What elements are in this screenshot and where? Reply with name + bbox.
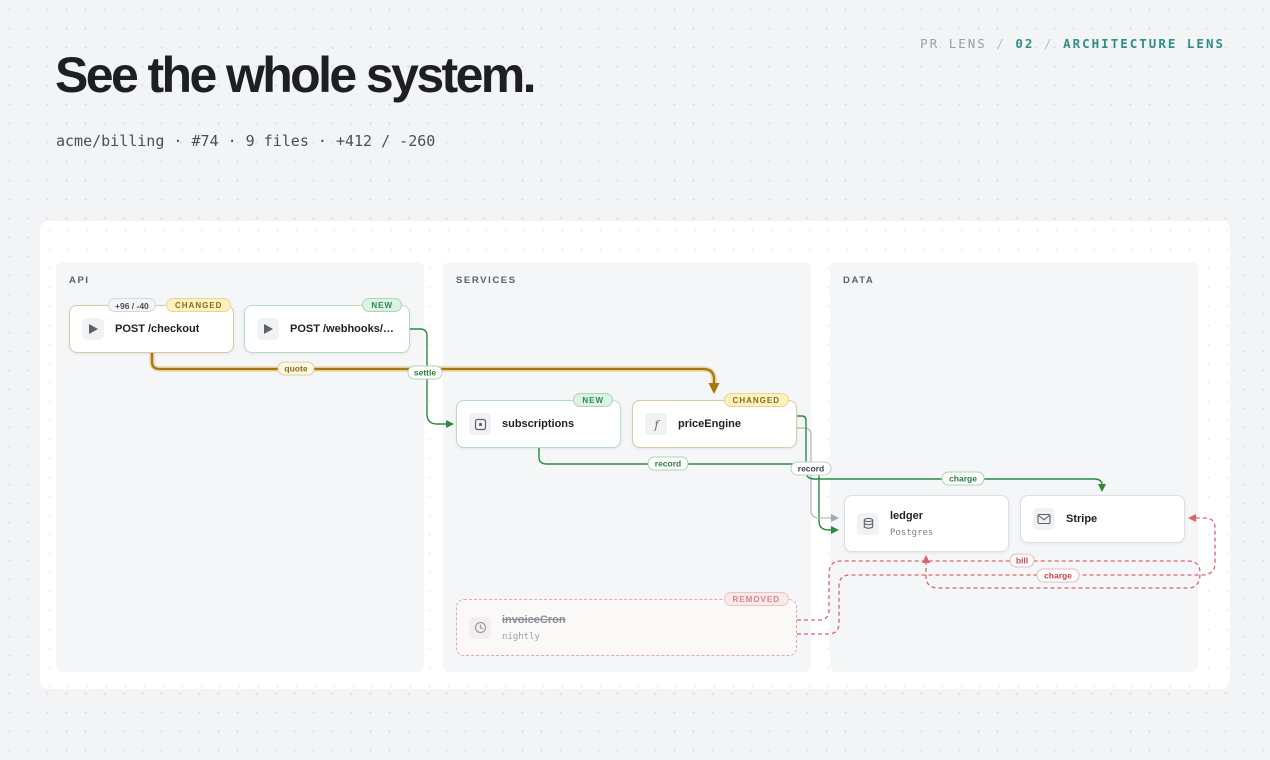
function-icon: f <box>645 413 667 435</box>
status-badge-changed: CHANGED <box>723 393 789 407</box>
play-icon <box>82 318 104 340</box>
edge-record-subscriptions[interactable] <box>538 448 839 534</box>
status-badge-new: NEW <box>573 393 613 407</box>
edge-label-settle: settle <box>407 365 443 380</box>
breadcrumb-separator: / <box>996 36 1006 51</box>
node-post-checkout[interactable]: +96 / -40 CHANGED POST /checkout <box>69 298 234 353</box>
edge-charge-removed[interactable] <box>797 514 1216 635</box>
breadcrumb: PR LENS / 02 / ARCHITECTURE LENS <box>920 36 1225 51</box>
architecture-canvas: API SERVICES DATA <box>40 221 1230 689</box>
node-label: priceEngine <box>678 418 741 430</box>
edge-charge[interactable] <box>797 415 1106 492</box>
node-label: ledger <box>890 509 924 522</box>
node-subscriptions[interactable]: NEW subscriptions <box>456 393 621 448</box>
breadcrumb-separator: / <box>1044 36 1054 51</box>
node-label: invoiceCron <box>502 613 566 626</box>
node-post-webhooks-stripe[interactable]: NEW POST /webhooks/stripe <box>244 298 410 353</box>
node-label: POST /webhooks/stripe <box>290 323 400 335</box>
node-priceengine[interactable]: CHANGED f priceEngine <box>632 393 797 448</box>
clock-icon <box>469 616 491 639</box>
page-title: See the whole system. <box>55 47 537 103</box>
module-icon <box>469 413 491 435</box>
svg-text:f: f <box>653 418 660 431</box>
mail-icon <box>1033 508 1055 530</box>
lane-label: SERVICES <box>456 275 517 286</box>
node-invoicecron[interactable]: REMOVED invoiceCron nightly <box>456 592 797 656</box>
status-badge-new: NEW <box>362 298 402 312</box>
node-label: POST /checkout <box>115 323 200 335</box>
edges-layer: quote settle record record charge bill c… <box>149 328 1216 635</box>
database-icon <box>857 512 879 535</box>
edge-label-charge: charge <box>941 471 985 486</box>
edge-bill[interactable] <box>797 555 1201 621</box>
node-ledger[interactable]: ledger Postgres <box>844 495 1009 552</box>
pr-summary: acme/billing · #74 · 9 files · +412 / -2… <box>56 132 436 150</box>
breadcrumb-brand[interactable]: PR LENS <box>920 36 987 51</box>
edge-label-record-subscriptions: record <box>647 456 689 471</box>
edge-label-bill: bill <box>1009 553 1035 568</box>
edge-label-charge-removed-text: charge <box>1044 571 1072 581</box>
edge-label-charge-text: charge <box>949 474 977 484</box>
lane-label: DATA <box>843 275 875 286</box>
edge-label-bill-text: bill <box>1016 556 1028 566</box>
node-label: Stripe <box>1066 513 1098 525</box>
play-icon <box>257 318 279 340</box>
edge-label-record-text: record <box>798 464 824 474</box>
lane-label: API <box>69 275 90 286</box>
edge-label-charge-removed: charge <box>1036 568 1080 583</box>
edge-label-quote: quote <box>277 361 315 376</box>
node-label: subscriptions <box>502 418 575 430</box>
status-badge-removed: REMOVED <box>723 592 789 606</box>
edge-label-settle-text: settle <box>414 368 436 378</box>
edge-label-record-priceengine: record <box>790 461 832 476</box>
breadcrumb-current: ARCHITECTURE LENS <box>1063 36 1225 51</box>
diff-stat: +96 / -40 <box>108 298 156 312</box>
node-stripe[interactable]: Stripe <box>1020 495 1185 543</box>
breadcrumb-number: 02 <box>1015 36 1035 51</box>
node-sublabel: Postgres <box>890 527 934 538</box>
node-sublabel: nightly <box>502 631 540 642</box>
status-badge-changed: CHANGED <box>166 298 232 312</box>
edge-label-quote-text: quote <box>284 364 307 374</box>
edge-label-record-text: record <box>655 459 681 469</box>
lane-data: DATA <box>830 262 1198 672</box>
